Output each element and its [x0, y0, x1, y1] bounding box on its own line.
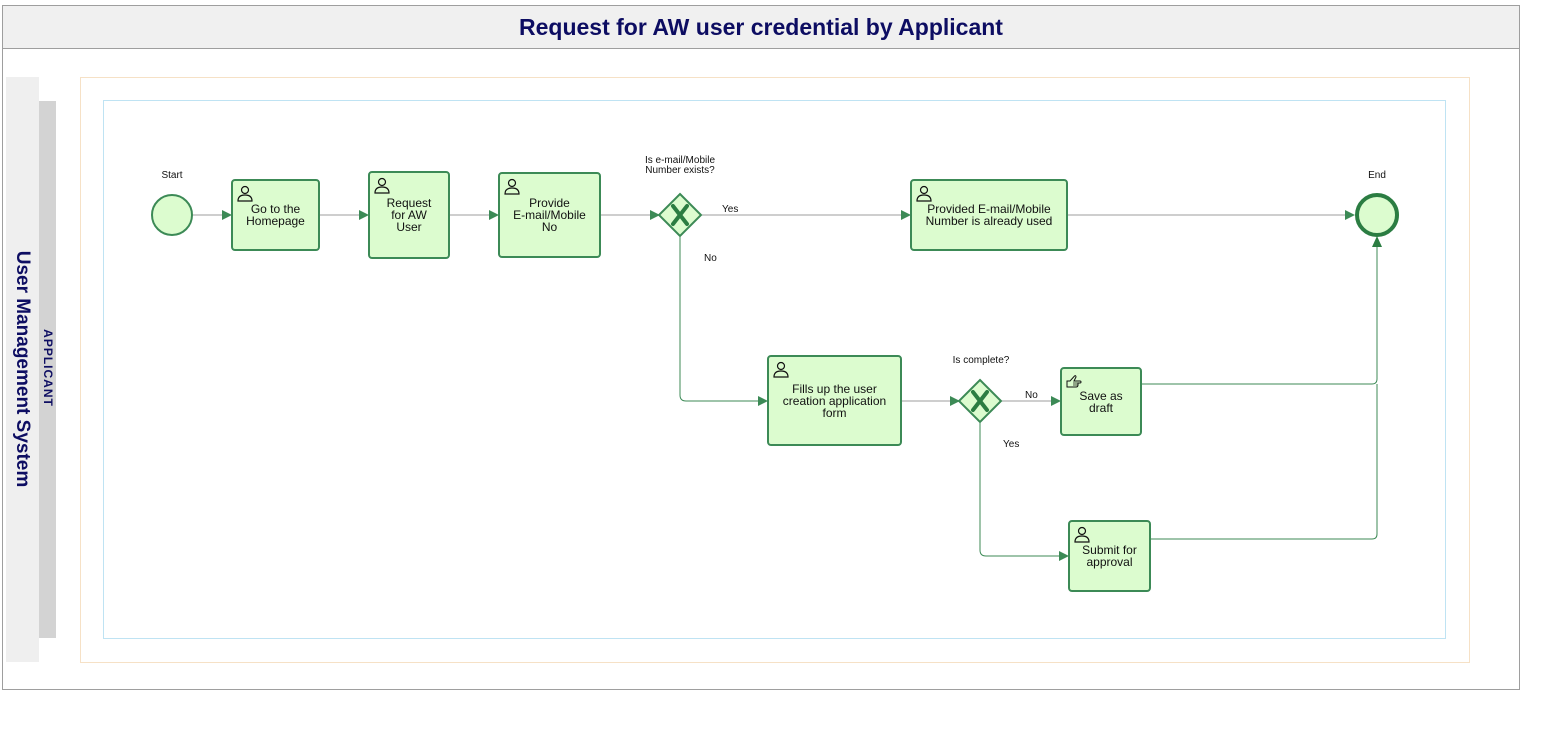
gateway-is-complete-yes-label: Yes	[1003, 439, 1020, 450]
flow-save-draft-to-end	[1142, 236, 1382, 385]
user-task-icon	[773, 361, 789, 378]
task-submit-for-approval: Submit for approval	[1068, 520, 1151, 592]
flow-submit-to-end	[1151, 384, 1378, 540]
gateway-email-exists-yes-label: Yes	[722, 204, 739, 215]
exclusive-x-icon	[971, 390, 989, 412]
user-task-icon	[504, 178, 520, 195]
gateway-email-exists	[657, 192, 703, 238]
user-task-icon	[916, 185, 932, 202]
task-email-already-used: Provided E-mail/Mobile Number is already…	[910, 179, 1068, 251]
end-event	[1355, 193, 1399, 237]
flow-gateway-yes-to-submit	[979, 422, 1069, 561]
user-task-icon	[374, 177, 390, 194]
start-event-label: Start	[161, 170, 183, 181]
task-request-aw-user: Request for AW User	[368, 171, 450, 259]
diagram-frame	[2, 5, 1520, 690]
gateway-email-exists-no-label: No	[704, 253, 717, 264]
manual-task-icon	[1066, 375, 1082, 388]
task-fill-application-form: Fills up the user creation application f…	[767, 355, 902, 446]
lane-area	[103, 100, 1446, 639]
task-label: Request for AW User	[386, 196, 432, 234]
task-label: Go to the Homepage	[246, 202, 305, 228]
gateway-is-complete-no-label: No	[1025, 390, 1038, 401]
task-provide-email-mobile: Provide E-mail/Mobile No	[498, 172, 601, 258]
user-task-icon	[1074, 526, 1090, 543]
end-event-label: End	[1368, 170, 1386, 181]
task-save-as-draft: Save as draft	[1060, 367, 1142, 436]
pool-area	[80, 77, 1470, 663]
start-event	[151, 194, 193, 236]
gateway-email-exists-question: Is e-mail/Mobile Number exists?	[644, 155, 716, 176]
task-label: Save as draft	[1079, 388, 1123, 415]
lane-header	[39, 101, 56, 638]
exclusive-x-icon	[671, 204, 689, 226]
gateway-is-complete	[957, 378, 1003, 424]
task-label: Submit for approval	[1082, 543, 1137, 569]
task-label: Fills up the user creation application f…	[782, 381, 887, 420]
task-label: Provide E-mail/Mobile No	[513, 196, 586, 234]
diagram-title: Request for AW user credential by Applic…	[519, 13, 1003, 40]
pool-header	[6, 77, 39, 662]
gateway-is-complete-question: Is complete?	[952, 355, 1010, 366]
task-go-to-homepage: Go to the Homepage	[231, 179, 320, 251]
title-bar: Request for AW user credential by Applic…	[2, 5, 1520, 49]
flow-gateway-no-to-fill-form	[679, 236, 768, 406]
task-label: Provided E-mail/Mobile Number is already…	[925, 202, 1053, 228]
user-task-icon	[237, 185, 253, 202]
